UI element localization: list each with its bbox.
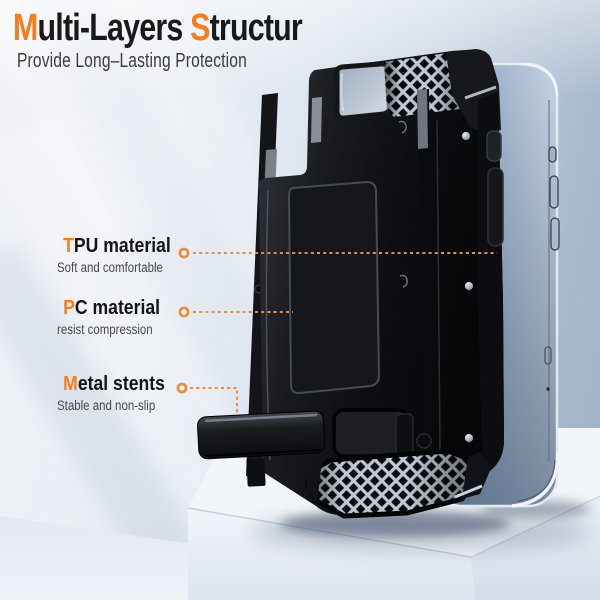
connector-dot-tpu [178,247,190,259]
pedestal-front-right-face [471,496,600,600]
armor-corner-bottom-right [462,452,492,499]
page-title: Multi-Layers Structur [13,6,303,50]
page-subtitle: Provide Long–Lasting Protection [17,49,247,72]
case-power-button-cover [486,130,502,162]
kickstand-tab [246,457,266,487]
camera-cutout [334,61,393,121]
callout-title: TPU material [63,235,171,257]
phone-mic-hole [546,387,550,391]
bottom-mesh-vent [304,448,492,519]
callout-tpu-material: TPU material Soft and comfortable [57,235,186,276]
callout-connectors [190,252,497,414]
callout-description: Soft and comfortable [57,260,163,275]
foreground-floor [0,516,192,600]
callout-dots [176,247,190,394]
rugged-armor-phone-case [196,49,504,519]
callout-description: resist compression [57,322,153,337]
callout-title: PC material [63,297,161,319]
title-highlight-2: S [190,7,210,49]
phone-mute-switch [548,146,557,163]
case-inner-panel [287,180,381,395]
callout-metal-stents: Metal stents Stable and non-slip [57,373,180,414]
case-seam-strip [417,89,433,459]
title-text-2: tructur [209,7,303,49]
contact-shadows [250,500,590,552]
phone-volume-down-button [550,217,560,251]
callout-pc-material: PC material resist compression [57,297,174,338]
connector-dot-pc [178,306,190,318]
case-back-shell [259,50,504,515]
connector-dot-metal [176,382,188,394]
callout-description: Stable and non-slip [57,398,156,413]
top-mesh-vent [384,52,468,117]
phone-chrome-corner [511,451,560,508]
connector-line-metal [190,387,238,414]
title-highlight-1: M [13,7,38,49]
decorative-screws [398,120,475,444]
case-volume-button-cover [487,167,504,247]
callout-title: Metal stents [63,373,165,395]
extended-kickstand [196,410,326,487]
phone-volume-up-button [549,175,559,209]
phone-sim-tray [544,346,552,365]
title-text-1: ulti-Layers [37,7,191,49]
